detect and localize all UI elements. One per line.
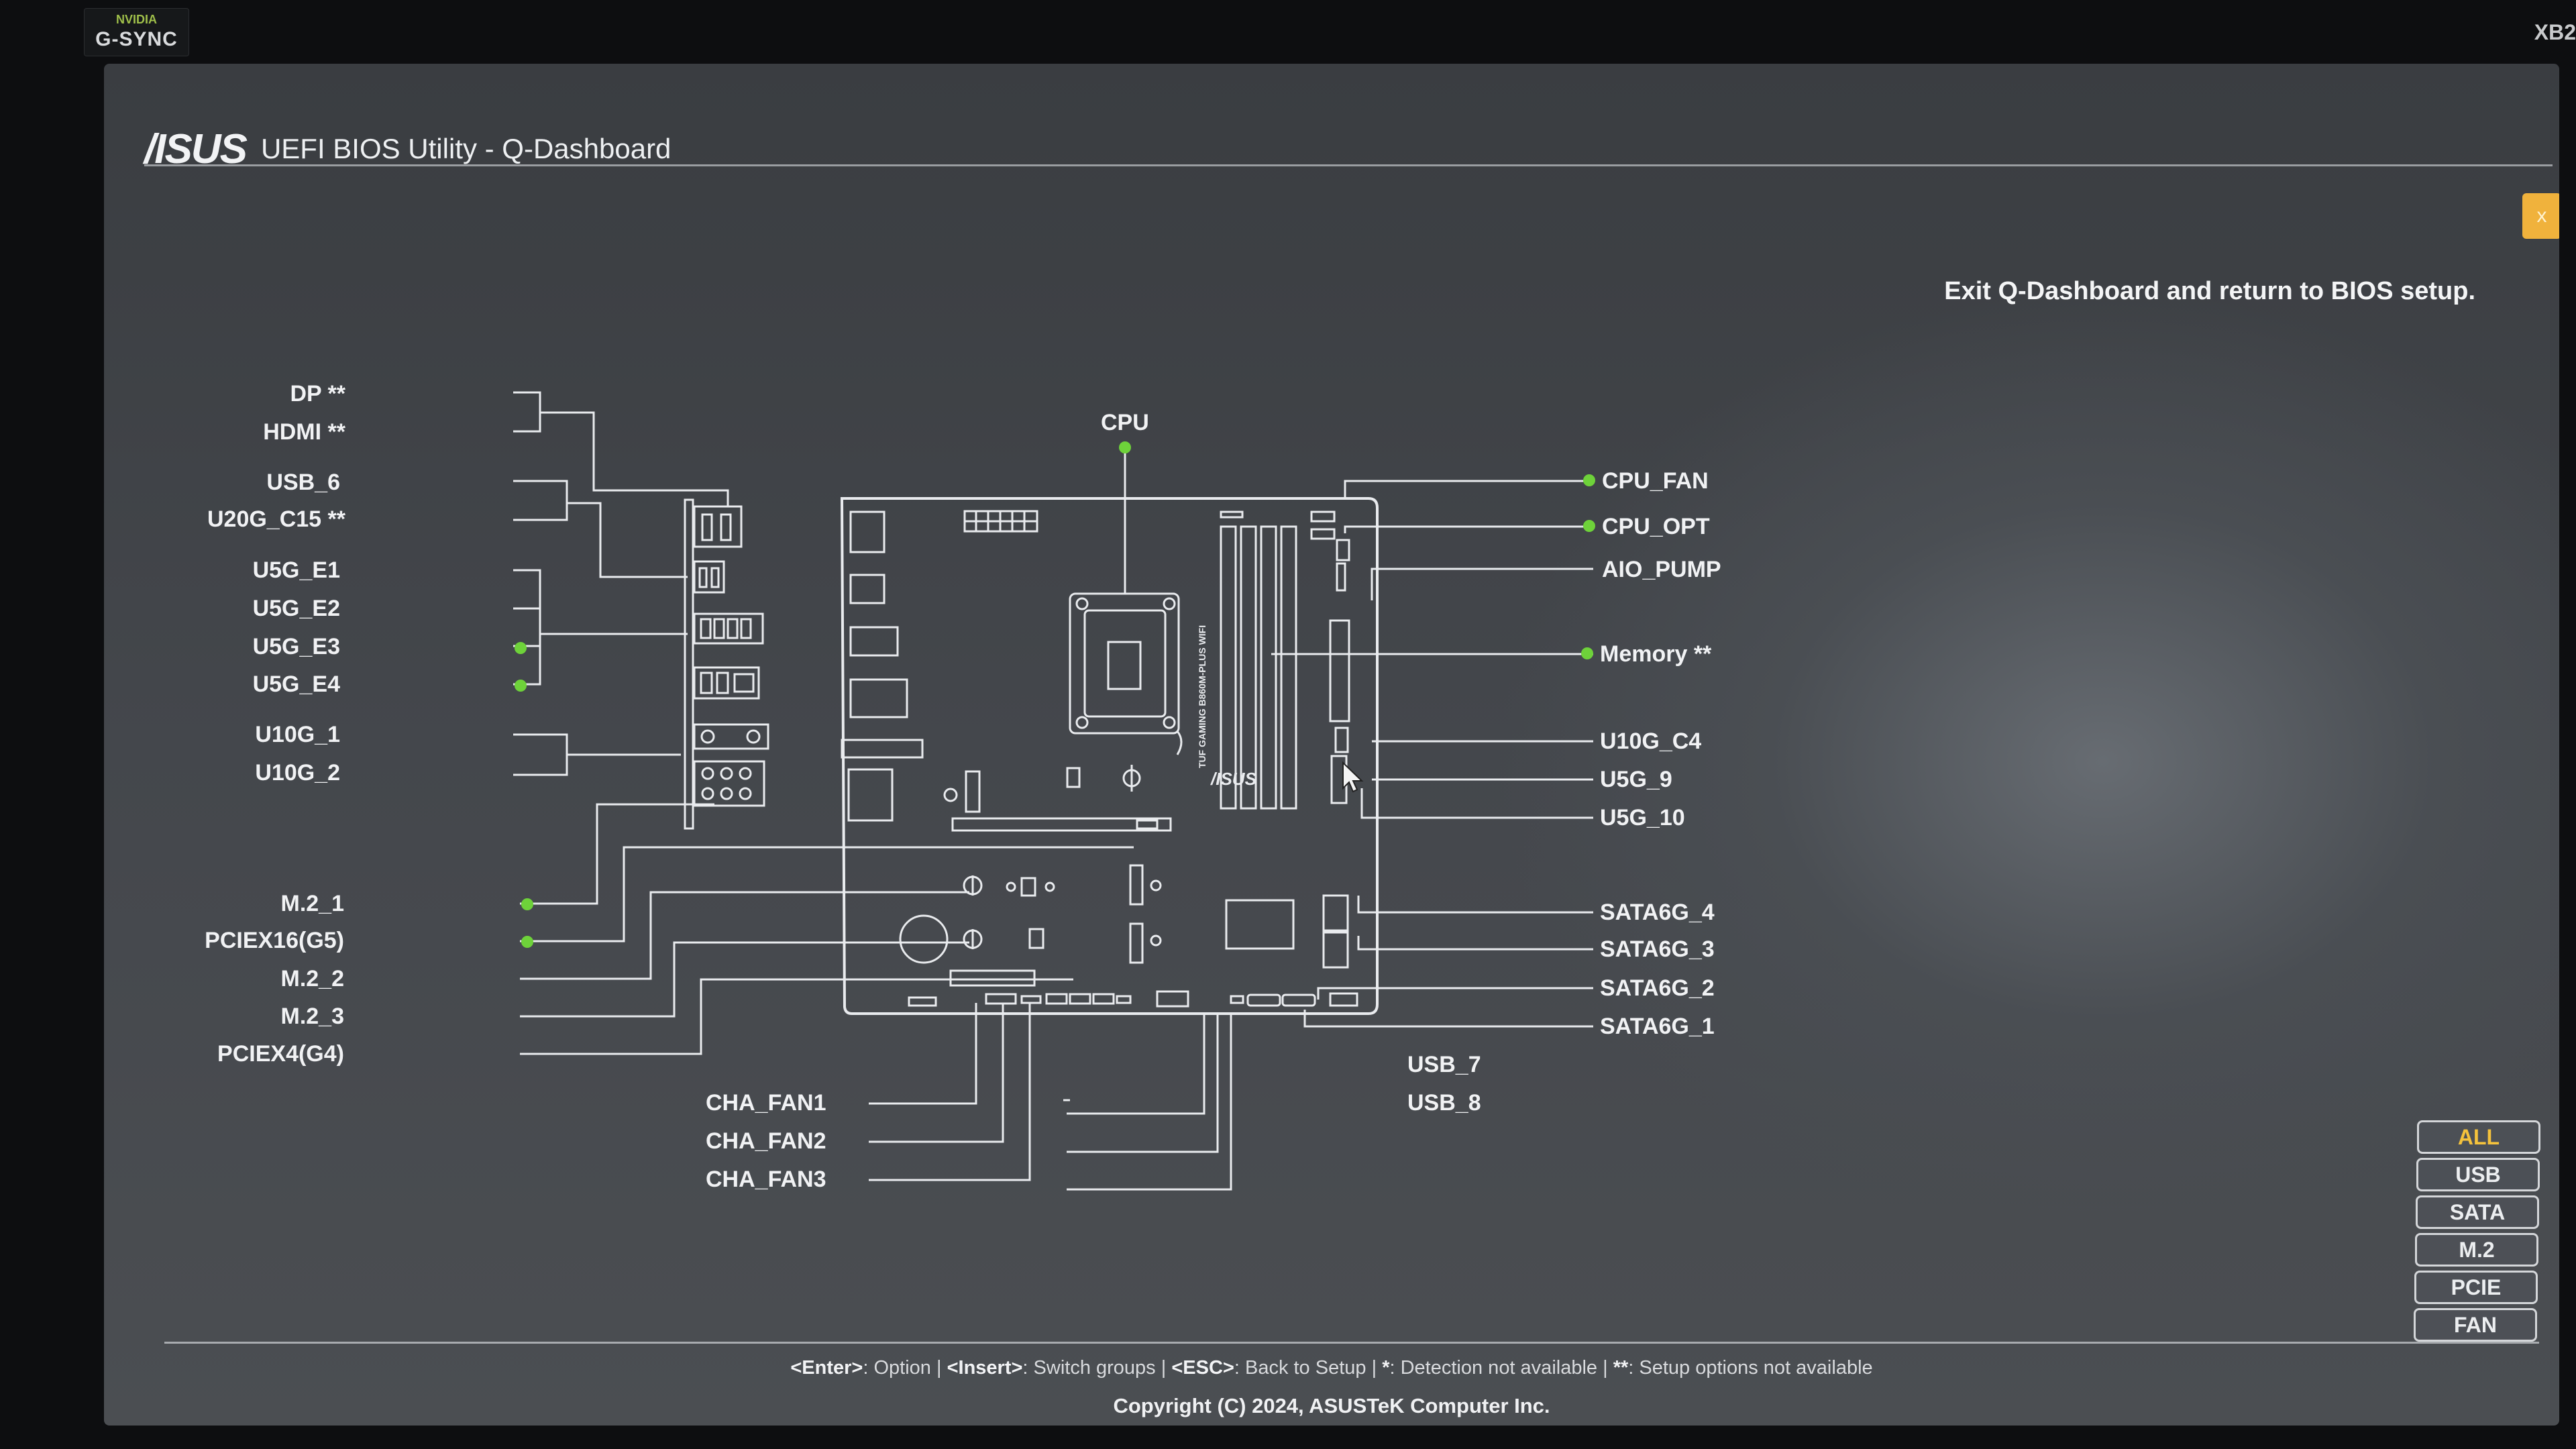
label-cpu-opt[interactable]: CPU_OPT: [1602, 514, 1710, 539]
mouse-pointer-icon: [1342, 761, 1364, 793]
detected-dot-m2-1: [521, 898, 533, 910]
key-help-bar: <Enter>: Option | <Insert>: Switch group…: [104, 1357, 2559, 1379]
group-button-all[interactable]: ALL: [2417, 1120, 2540, 1154]
gsync-badge: NVIDIA G-SYNC: [84, 8, 189, 56]
label-cha-fan2[interactable]: CHA_FAN2: [706, 1128, 826, 1154]
label-cha-fan3[interactable]: CHA_FAN3: [706, 1167, 826, 1192]
label-sata6g-1[interactable]: SATA6G_1: [1600, 1014, 1715, 1039]
label-pciex4[interactable]: PCIEX4(G4): [217, 1041, 344, 1067]
header: /ISUS UEFI BIOS Utility - Q-Dashboard: [144, 125, 671, 172]
separator: |: [1161, 1357, 1167, 1379]
detected-dot-cpu-fan: [1583, 474, 1595, 486]
label-sata6g-2[interactable]: SATA6G_2: [1600, 975, 1715, 1001]
key-insert: <Insert>: [947, 1357, 1023, 1379]
key-double-star: **: [1613, 1357, 1629, 1379]
separator: |: [1371, 1357, 1377, 1379]
motherboard-diagram: TUF GAMING B860M-PLUS WIFI /ISUS: [513, 391, 1593, 1191]
gsync-label: G-SYNC: [95, 28, 178, 50]
label-aio-pump[interactable]: AIO_PUMP: [1602, 557, 1721, 582]
label-dp[interactable]: DP **: [290, 381, 345, 407]
monitor-model: XB2: [2534, 20, 2576, 44]
board-components: [841, 510, 1358, 1008]
group-button-sata[interactable]: SATA: [2416, 1195, 2539, 1229]
board-model-text: TUF GAMING B860M-PLUS WIFI: [1197, 625, 1208, 768]
label-usb-6[interactable]: USB_6: [266, 470, 340, 495]
label-m2-2[interactable]: M.2_2: [280, 966, 345, 991]
group-button-fan[interactable]: FAN: [2414, 1308, 2537, 1342]
close-icon: x: [2536, 205, 2547, 227]
label-u10g-2[interactable]: U10G_2: [255, 760, 340, 786]
label-hdmi[interactable]: HDMI **: [263, 419, 345, 445]
header-divider: [144, 164, 2553, 166]
label-u5g-e2[interactable]: U5G_E2: [252, 596, 340, 621]
key-esc-desc: : Back to Setup: [1234, 1357, 1366, 1379]
key-enter: <Enter>: [790, 1357, 863, 1379]
key-insert-desc: : Switch groups: [1022, 1357, 1156, 1379]
group-button-m2[interactable]: M.2: [2415, 1233, 2538, 1267]
group-button-pcie[interactable]: PCIE: [2414, 1271, 2538, 1304]
detected-dot-cpu: [1119, 441, 1131, 453]
label-u10g-c4[interactable]: U10G_C4: [1600, 729, 1702, 754]
separator: |: [1603, 1357, 1608, 1379]
key-double-star-desc: : Setup options not available: [1628, 1357, 1873, 1379]
label-u5g-e3[interactable]: U5G_E3: [252, 634, 340, 659]
label-cpu[interactable]: CPU: [1101, 410, 1149, 435]
group-button-usb[interactable]: USB: [2416, 1158, 2540, 1191]
copyright: Copyright (C) 2024, ASUSTeK Computer Inc…: [1113, 1394, 1550, 1417]
detected-dot-pciex16: [521, 936, 533, 948]
footer-divider: [164, 1342, 2539, 1344]
label-sata6g-3[interactable]: SATA6G_3: [1600, 936, 1715, 962]
label-usb-7[interactable]: USB_7: [1407, 1052, 1481, 1077]
exit-button[interactable]: x: [2522, 193, 2559, 239]
label-u5g-9[interactable]: U5G_9: [1600, 767, 1672, 792]
detected-dot-cpu-opt: [1583, 520, 1595, 532]
page-title: UEFI BIOS Utility - Q-Dashboard: [260, 133, 672, 164]
bios-screen: /ISUS UEFI BIOS Utility - Q-Dashboard x …: [104, 64, 2559, 1426]
label-u5g-e1[interactable]: U5G_E1: [252, 557, 340, 583]
label-u10g-1[interactable]: U10G_1: [255, 722, 340, 747]
label-u20g-c15[interactable]: U20G_C15 **: [207, 506, 345, 532]
connector-lines: [513, 391, 1593, 1191]
detected-dot-u5g-e4: [515, 680, 527, 692]
key-star: *: [1382, 1357, 1390, 1379]
label-m2-1[interactable]: M.2_1: [280, 891, 345, 916]
label-m2-3[interactable]: M.2_3: [280, 1004, 345, 1029]
rear-io: [684, 498, 769, 830]
label-cha-fan1[interactable]: CHA_FAN1: [706, 1090, 826, 1116]
board-asus-logo: /ISUS: [1210, 769, 1257, 789]
label-u5g-10[interactable]: U5G_10: [1600, 805, 1685, 830]
label-memory[interactable]: Memory **: [1600, 641, 1712, 667]
label-sata6g-4[interactable]: SATA6G_4: [1600, 900, 1715, 925]
board-outline: [840, 497, 1379, 1015]
detected-dot-memory: [1581, 647, 1593, 659]
label-cpu-fan[interactable]: CPU_FAN: [1602, 468, 1709, 494]
key-esc: <ESC>: [1171, 1357, 1234, 1379]
label-u5g-e4[interactable]: U5G_E4: [252, 672, 340, 697]
key-star-desc: : Detection not available: [1389, 1357, 1598, 1379]
separator: |: [936, 1357, 942, 1379]
label-usb-8[interactable]: USB_8: [1407, 1090, 1481, 1116]
exit-hint: Exit Q-Dashboard and return to BIOS setu…: [1944, 277, 2475, 305]
label-pciex16[interactable]: PCIEX16(G5): [205, 928, 344, 953]
nvidia-label: NVIDIA: [115, 13, 157, 26]
detected-dot-u5g-e3: [515, 642, 527, 654]
key-enter-desc: : Option: [863, 1357, 931, 1379]
